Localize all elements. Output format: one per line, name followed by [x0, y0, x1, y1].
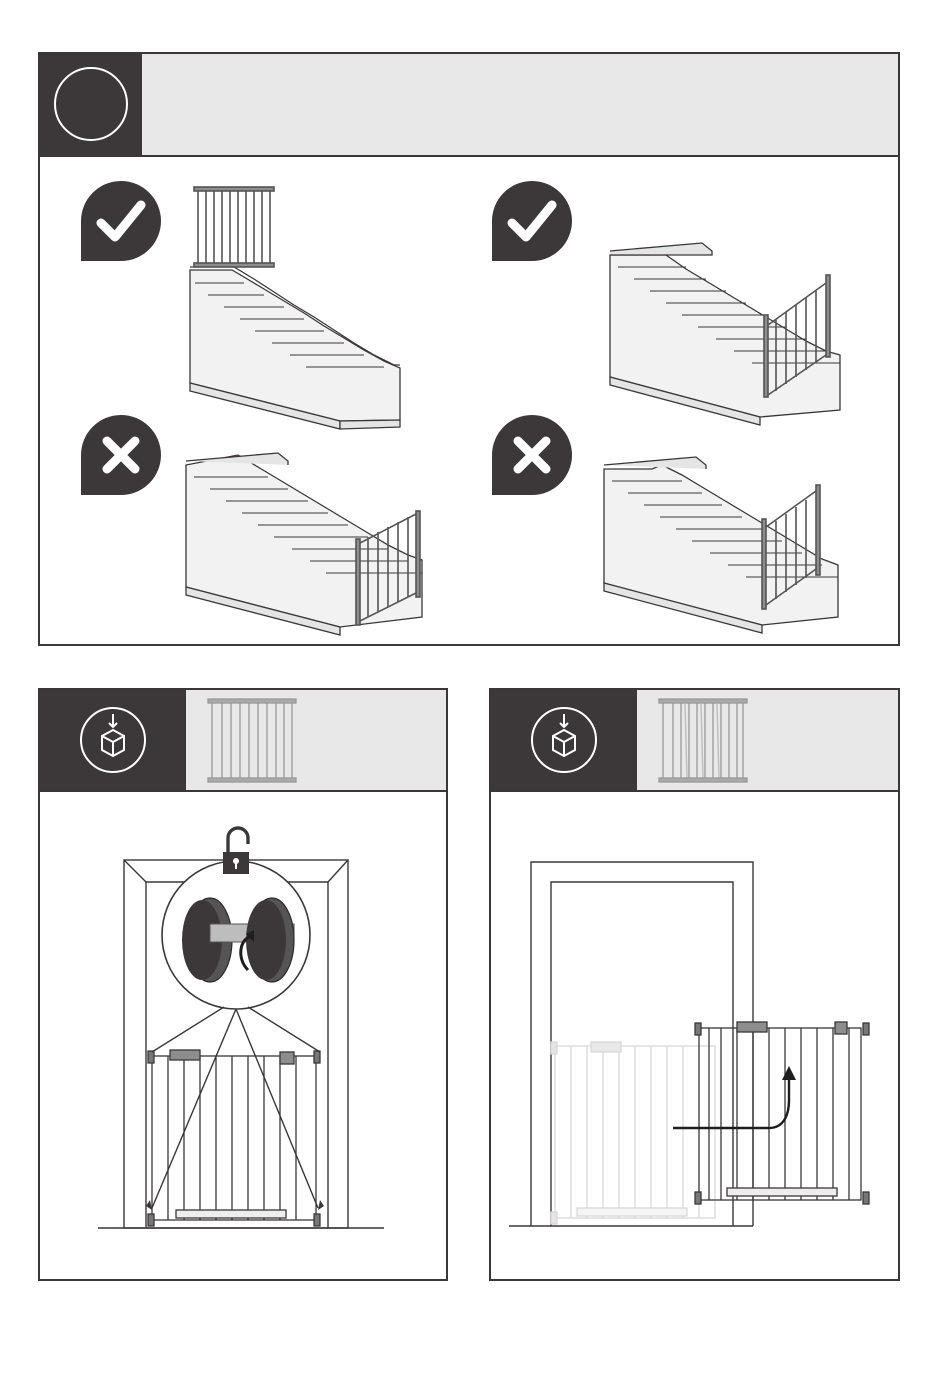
doorway-diagram — [40, 790, 446, 1279]
header-icon-block — [491, 690, 637, 790]
detail-magnifier — [146, 861, 324, 1210]
panel-header — [40, 54, 898, 157]
gate-moved — [695, 1022, 869, 1204]
stairs-wrong-bottom-step — [604, 457, 838, 633]
check-icon — [492, 181, 572, 261]
unbox-icon — [491, 690, 637, 790]
unbox-icon — [40, 690, 186, 790]
cross-icon — [492, 415, 572, 495]
check-icon — [81, 181, 161, 261]
step-circle-icon — [40, 54, 142, 155]
gate-thumbnail — [200, 692, 320, 788]
doorway-fit-panel — [38, 688, 448, 1281]
panel-header — [40, 690, 446, 792]
stair-placement-panel — [38, 52, 900, 646]
gate-in-doorway — [148, 1050, 320, 1226]
door-frame — [509, 862, 753, 1226]
doorway-slide-diagram — [491, 790, 898, 1279]
gate-thumbnail-extended — [651, 692, 771, 788]
stairs-top-gate — [190, 267, 400, 429]
gate-ghost-position — [551, 1042, 715, 1224]
doorway-slide-panel — [489, 688, 900, 1281]
cross-icon — [81, 415, 161, 495]
lift-arrow-icon — [673, 1066, 796, 1128]
step-marker-block — [40, 54, 142, 155]
padlock-icon — [223, 828, 249, 874]
panel-header — [491, 690, 898, 792]
gate-top-of-stairs — [194, 187, 274, 267]
stair-illustrations — [40, 155, 898, 645]
header-icon-block — [40, 690, 186, 790]
